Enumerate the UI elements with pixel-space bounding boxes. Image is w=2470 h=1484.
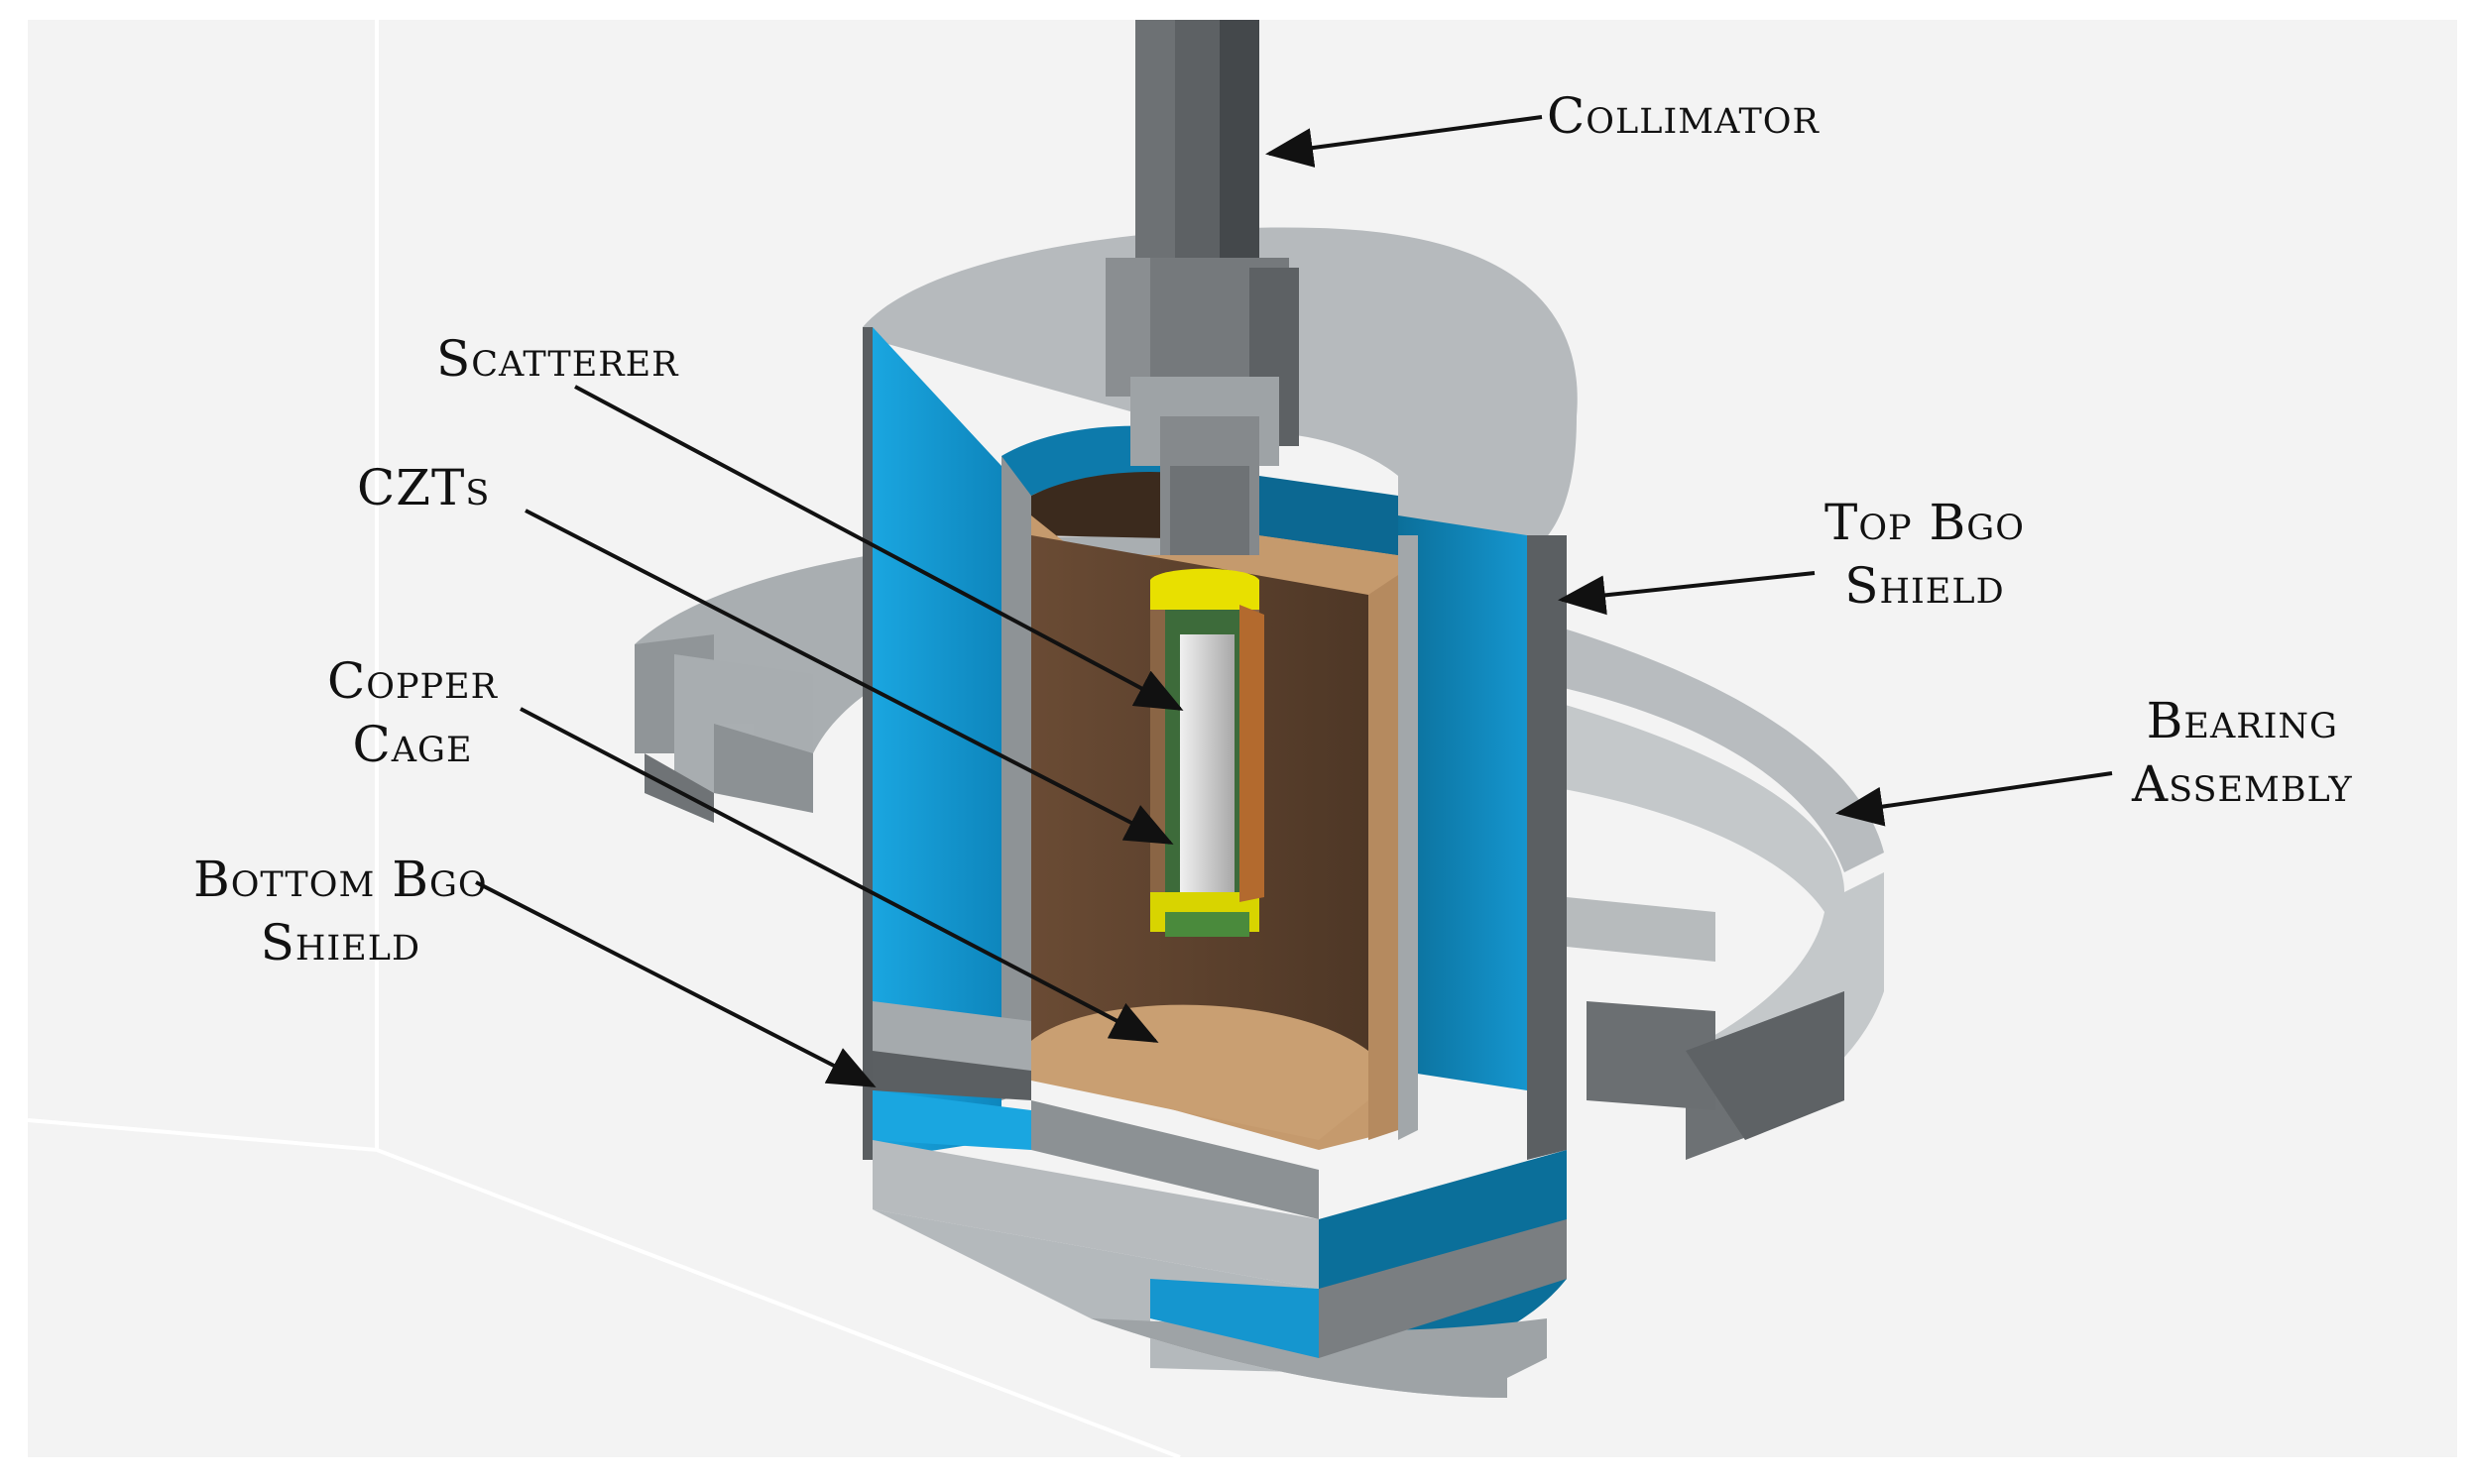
bottom-bgo-arrow [475,880,877,1087]
bottom-bgo-label: Bottom Bgo Shield [193,848,488,974]
bottom-bgo-label-line1: Bottom Bgo [193,851,488,908]
floor-guide-lines [27,20,1181,1459]
scatterer-label-text: Scatterer [436,330,679,388]
czts-label-text: CZTs [357,459,491,516]
annotation-arrows [475,115,2113,1087]
bearing-assembly-label-line2: Assembly [2132,755,2353,813]
collimator-arrow [1265,115,1543,168]
top-bgo-arrow [1558,571,1816,616]
scatterer-rod [1180,634,1235,892]
copper-cage-arrow [520,707,1159,1043]
czts-arrow [525,509,1174,845]
bearing-assembly-label: Bearing Assembly [2132,689,2353,816]
bearing-arrow [1835,771,2113,827]
collimator [1106,20,1299,555]
top-bgo-label-line2: Shield [1844,557,2005,615]
bearing-assembly-label-line1: Bearing [2146,692,2338,749]
top-bgo-label-line1: Top Bgo [1824,494,2025,551]
copper-cage-label-line1: Copper [327,652,498,710]
czts-label: CZTs [357,456,490,519]
bottom-bgo-label-line2: Shield [260,914,421,971]
scatterer-label: Scatterer [436,327,679,391]
scatterer-arrow [574,385,1184,711]
collimator-label: Collimator [1547,84,1820,148]
copper-cage-label: Copper Cage [327,649,498,776]
collimator-label-text: Collimator [1547,87,1820,145]
bottom-bgo-shield [873,1001,1567,1398]
copper-cage-label-line2: Cage [352,716,473,773]
top-bgo-label: Top Bgo Shield [1824,491,2025,618]
inner-wall-edge [1398,535,1418,1140]
